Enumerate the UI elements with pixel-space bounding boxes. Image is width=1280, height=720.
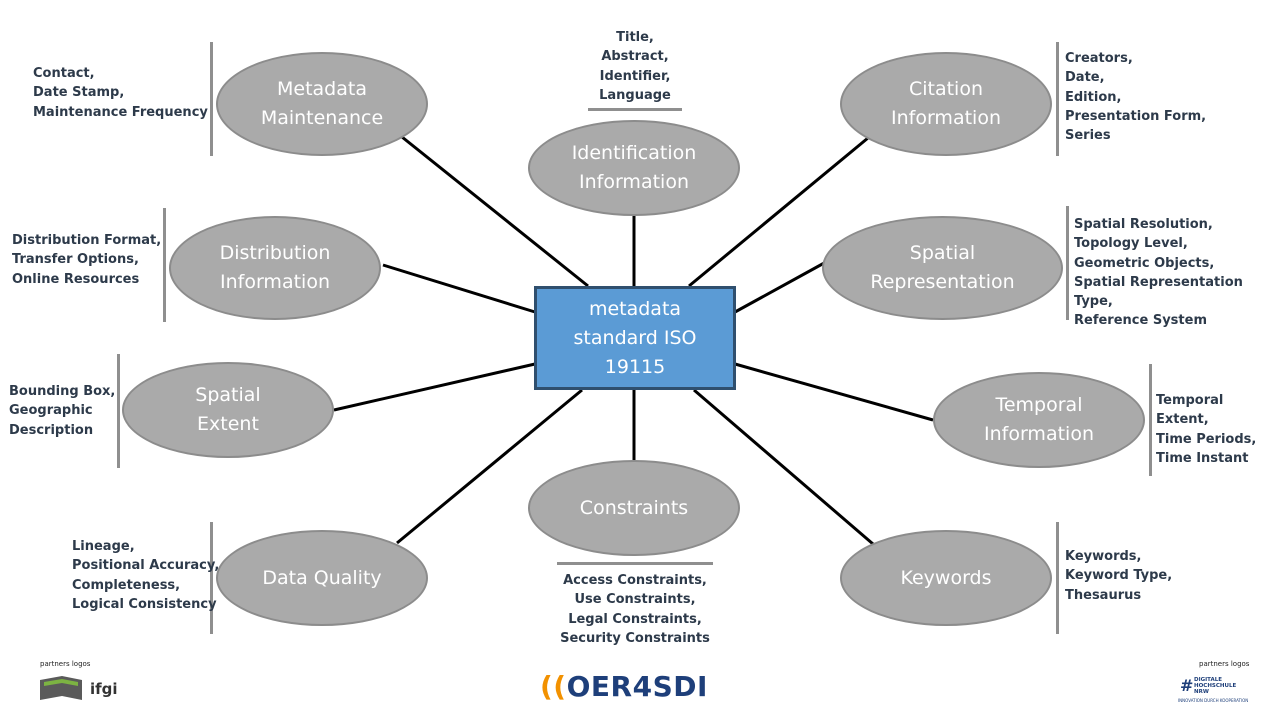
brace-spatial-representation (1066, 206, 1069, 320)
node-keywords: Keywords (840, 530, 1052, 626)
center-node: metadata standard ISO 19115 (534, 286, 736, 390)
details-identification-information: Title, Abstract, Identifier, Language (599, 30, 671, 103)
oer4sdi-arc-icon: (( (540, 670, 567, 703)
details-keywords: Keywords, Keyword Type, Thesaurus (1065, 549, 1173, 603)
brace-citation-information (1056, 42, 1059, 156)
connector-spatial-representation (734, 260, 827, 314)
partners-logos-right-label: partners logos (1199, 660, 1250, 668)
dh-tagline: INNOVATION DURCH KOOPERATION (1178, 698, 1249, 703)
connector-keywords (693, 388, 874, 546)
node-constraints: Constraints (528, 460, 740, 556)
connector-temporal-information (734, 362, 934, 422)
brace-keywords (1056, 522, 1059, 634)
brace-distribution-information (163, 208, 166, 322)
dh-name: DIGITALE HOCHSCHULE NRW (1194, 677, 1237, 695)
details-data-quality: Lineage, Positional Accuracy, Completene… (72, 539, 220, 612)
oer4sdi-logo: ((OER4SDI (540, 670, 708, 703)
oer4sdi-wordmark: OER4SDI (566, 670, 708, 703)
partners-logos-left-label: partners logos (40, 660, 91, 668)
connector-distribution-information (382, 263, 536, 314)
node-citation-information: Citation Information (840, 52, 1052, 156)
connector-metadata-maintenance (396, 131, 589, 288)
brace-identification-information (588, 108, 682, 111)
brace-metadata-maintenance (210, 42, 213, 156)
brace-temporal-information (1149, 364, 1152, 476)
node-identification-information: Identification Information (528, 120, 740, 216)
details-citation-information: Creators, Date, Edition, Presentation Fo… (1065, 51, 1207, 144)
details-spatial-extent: Bounding Box, Geographic Description (9, 384, 116, 438)
details-temporal-information: Temporal Extent, Time Periods, Time Inst… (1156, 393, 1257, 466)
ifgi-logo-icon (40, 676, 82, 700)
details-distribution-information: Distribution Format, Transfer Options, O… (12, 233, 162, 287)
connector-data-quality (396, 388, 583, 545)
brace-constraints (557, 562, 713, 565)
node-distribution-information: Distribution Information (169, 216, 381, 320)
hash-icon: # (1180, 676, 1194, 695)
details-metadata-maintenance: Contact, Date Stamp, Maintenance Frequen… (33, 66, 208, 120)
brace-data-quality (210, 522, 213, 634)
node-temporal-information: Temporal Information (933, 372, 1145, 468)
details-constraints: Access Constraints, Use Constraints, Leg… (560, 573, 710, 646)
digitale-hochschule-logo: # DIGITALE HOCHSCHULE NRW INNOVATION DUR… (1178, 672, 1250, 704)
connector-citation-information (688, 131, 875, 288)
node-data-quality: Data Quality (216, 530, 428, 626)
node-spatial-representation: Spatial Representation (822, 216, 1063, 320)
details-spatial-representation: Spatial Resolution, Topology Level, Geom… (1074, 217, 1243, 329)
ifgi-wordmark: ifgi (90, 680, 118, 698)
node-spatial-extent: Spatial Extent (122, 362, 334, 458)
connector-spatial-extent (333, 362, 536, 412)
brace-spatial-extent (117, 354, 120, 468)
node-metadata-maintenance: Metadata Maintenance (216, 52, 428, 156)
